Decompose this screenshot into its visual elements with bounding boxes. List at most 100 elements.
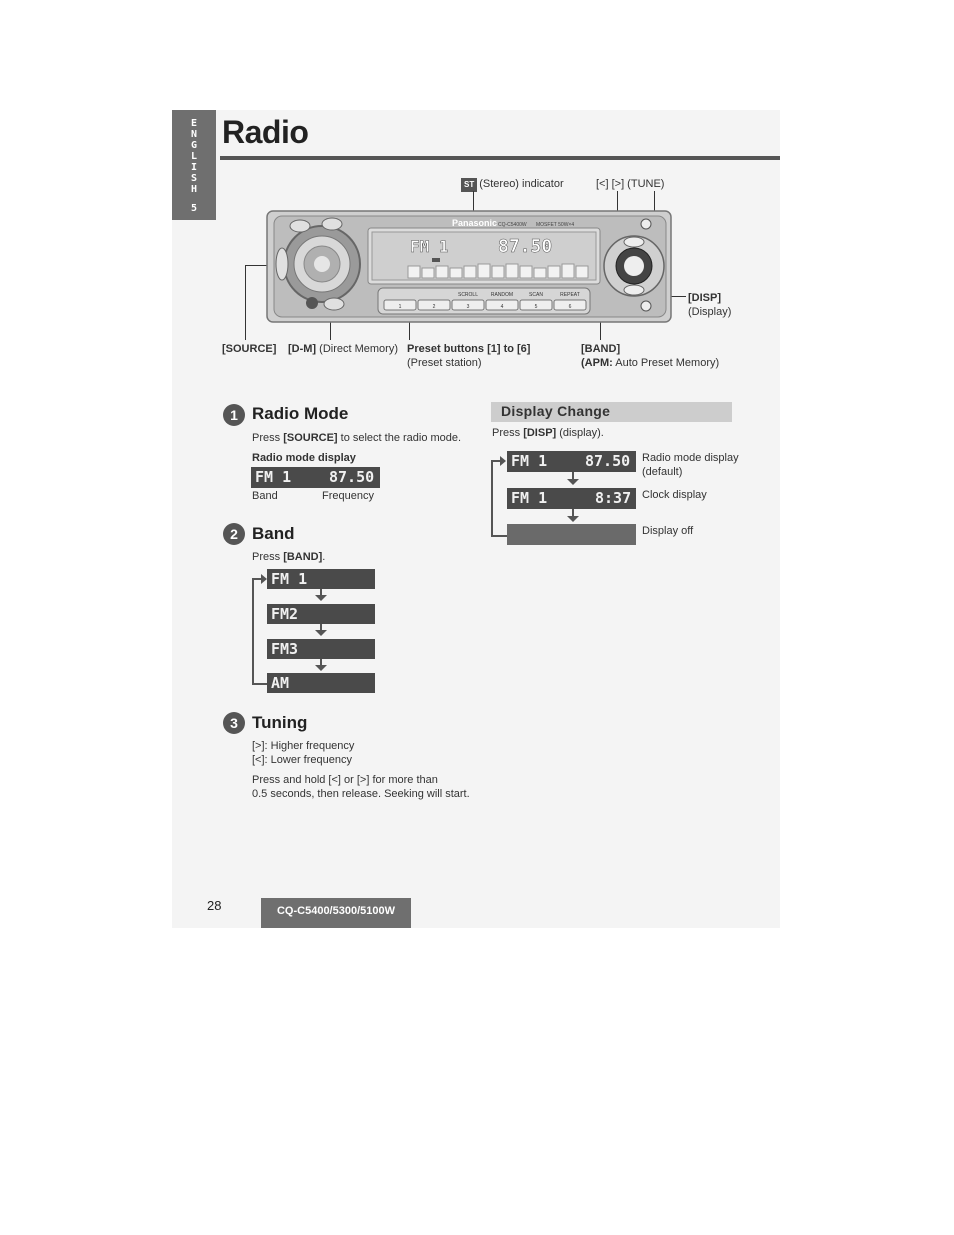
source-callout: [SOURCE] bbox=[222, 343, 277, 355]
section-number: 5 bbox=[190, 203, 198, 214]
stereo-indicator bbox=[432, 258, 440, 262]
section-2-title: Band bbox=[252, 524, 295, 543]
radio-mode-display-label: Radio mode display bbox=[252, 452, 356, 464]
lcd-clock: 8:37 bbox=[595, 489, 632, 507]
display-lcd-off bbox=[507, 524, 636, 545]
preset-sublabel: RANDOM bbox=[491, 292, 513, 298]
dm-leader bbox=[330, 308, 331, 340]
arrow-stem bbox=[572, 472, 574, 479]
radio-mode-lcd: FM 1 87.50 bbox=[251, 467, 380, 488]
preset-button-1[interactable] bbox=[383, 299, 417, 311]
preset-button-4[interactable] bbox=[485, 299, 519, 311]
band-lcd-text: AM bbox=[271, 674, 290, 692]
band-callout: [BAND] bbox=[581, 343, 621, 355]
language-letter: G bbox=[190, 140, 198, 151]
menu-button[interactable] bbox=[623, 236, 645, 248]
title-rule bbox=[220, 156, 780, 160]
display-off-caption: Display off bbox=[642, 525, 694, 537]
section-3-number: 3 bbox=[223, 712, 245, 734]
preset-button-5[interactable] bbox=[519, 299, 553, 311]
preset-number: 3 bbox=[467, 304, 470, 310]
preset-number: 1 bbox=[399, 304, 402, 310]
down-arrow-icon bbox=[315, 595, 327, 601]
preset-button-6[interactable] bbox=[553, 299, 587, 311]
instr-text: (display). bbox=[556, 427, 604, 439]
stereo-callout-text: (Stereo) indicator bbox=[479, 178, 564, 190]
stereo-badge: ST bbox=[461, 178, 478, 192]
spectrum-bars bbox=[407, 263, 589, 279]
section-3-title: Tuning bbox=[252, 713, 308, 732]
band-caption: Band bbox=[252, 490, 278, 502]
section-1-number: 1 bbox=[223, 404, 245, 426]
loop-line bbox=[491, 535, 507, 537]
mosfet-label: MOSFET 50W×4 bbox=[536, 222, 574, 228]
tuning-higher: [>]: Higher frequency bbox=[252, 740, 355, 752]
preset-number: 5 bbox=[535, 304, 538, 310]
preset-sublabel: REPEAT bbox=[560, 292, 580, 298]
preset-callout: Preset buttons [1] to [6] bbox=[407, 343, 531, 355]
down-arrow-icon bbox=[567, 479, 579, 485]
right-arrow-icon bbox=[500, 456, 506, 466]
dm-text: (Direct Memory) bbox=[319, 343, 399, 355]
display-lcd-clock: FM 1 8:37 bbox=[507, 488, 636, 509]
preset-button-2[interactable] bbox=[417, 299, 451, 311]
apm-key: (APM: bbox=[581, 357, 613, 369]
dm-callout: [D-M] (Direct Memory) bbox=[288, 342, 398, 356]
arrow-stem bbox=[320, 589, 322, 595]
down-arrow-icon bbox=[315, 630, 327, 636]
instr-text: . bbox=[322, 551, 326, 563]
tuning-hold-line2: 0.5 seconds, then release. Seeking will … bbox=[252, 788, 470, 800]
lcd-band: FM 1 bbox=[511, 452, 548, 470]
down-arrow-icon bbox=[567, 516, 579, 522]
top-button[interactable] bbox=[321, 217, 343, 231]
device-display-freq: 87.50 bbox=[498, 236, 552, 257]
dm-button[interactable] bbox=[323, 297, 345, 311]
section-1-title: Radio Mode bbox=[252, 404, 349, 423]
dm-key: [D-M] bbox=[288, 343, 317, 355]
device-display-band: FM 1 bbox=[410, 237, 449, 256]
band-lcd-text: FM2 bbox=[271, 605, 299, 623]
disp-callout: [DISP] bbox=[688, 292, 721, 304]
band-lcd-fm2: FM2 bbox=[267, 604, 375, 624]
preset-buttons bbox=[383, 299, 587, 311]
source-leader bbox=[245, 265, 246, 340]
model-badge: CQ-C5400/5300/5100W bbox=[261, 898, 411, 928]
band-lcd-text: FM3 bbox=[271, 640, 299, 658]
power-indicator bbox=[306, 297, 318, 309]
display-change-instruction: Press [DISP] (display). bbox=[492, 426, 604, 440]
model-label: CQ-C5400W bbox=[498, 222, 527, 228]
source-leader bbox=[245, 265, 275, 266]
tune-callout: [<] [>] (TUNE) bbox=[596, 178, 665, 190]
language-letter: L bbox=[190, 151, 198, 162]
disp-button[interactable] bbox=[623, 284, 645, 296]
loop-line bbox=[252, 578, 262, 580]
tuning-hold-line1: Press and hold [<] or [>] for more than bbox=[252, 774, 438, 786]
preset-button-3[interactable] bbox=[451, 299, 485, 311]
preset-leader bbox=[409, 312, 410, 340]
preset-callout-sub: (Preset station) bbox=[407, 357, 482, 369]
language-letter: H bbox=[190, 184, 198, 195]
band-lcd-fm3: FM3 bbox=[267, 639, 375, 659]
brand-label: Panasonic bbox=[452, 218, 497, 228]
lcd-frequency: 87.50 bbox=[329, 468, 375, 486]
disp-key: [DISP] bbox=[523, 427, 557, 439]
open-button[interactable] bbox=[640, 218, 652, 230]
source-key: [SOURCE] bbox=[283, 432, 338, 444]
display-change-header bbox=[491, 402, 732, 422]
source-button[interactable] bbox=[275, 247, 289, 281]
lcd-band: FM 1 bbox=[511, 489, 548, 507]
right-arrow-icon bbox=[261, 574, 267, 584]
page-title: Radio bbox=[222, 114, 309, 150]
frequency-caption: Frequency bbox=[322, 490, 374, 502]
language-letter: S bbox=[190, 173, 198, 184]
language-tab: E N G L I S H 5 bbox=[172, 110, 216, 220]
arrow-stem bbox=[572, 509, 574, 516]
arrow-stem bbox=[320, 659, 322, 665]
band-lcd-text: FM 1 bbox=[271, 570, 308, 588]
eject-button[interactable] bbox=[640, 300, 652, 312]
lcd-frequency: 87.50 bbox=[585, 452, 631, 470]
preset-sublabel: SCAN bbox=[529, 292, 543, 298]
preset-number: 6 bbox=[569, 304, 572, 310]
instr-text: to select the radio mode. bbox=[337, 432, 462, 444]
top-button[interactable] bbox=[289, 219, 311, 233]
